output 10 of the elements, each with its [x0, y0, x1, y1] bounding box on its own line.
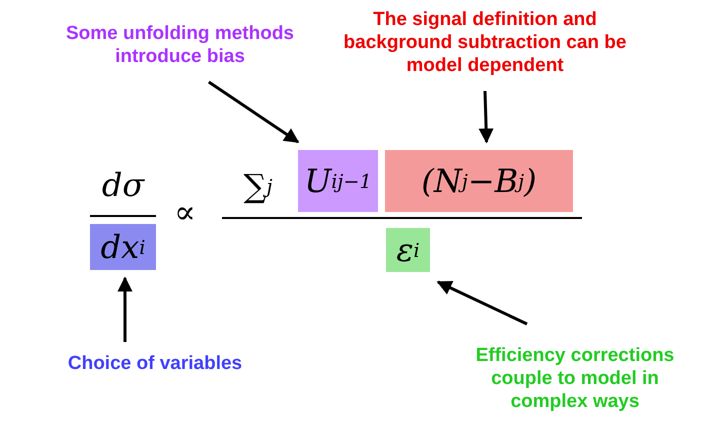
arrow — [117, 276, 132, 342]
math-symbol: dσ — [100, 165, 146, 206]
math-symbol: ∝ — [173, 192, 197, 232]
annotation-text: Some unfolding methods introduce bias — [60, 22, 300, 68]
arrow — [208, 80, 300, 144]
annotation-text: Efficiency corrections couple to model in complex ways — [455, 344, 695, 413]
annotation-text: Choice of variables — [30, 352, 280, 375]
arrow — [436, 280, 528, 326]
annotation-text: The signal definition and background subtraction can be model dependent — [320, 8, 650, 77]
arrow — [478, 90, 494, 144]
